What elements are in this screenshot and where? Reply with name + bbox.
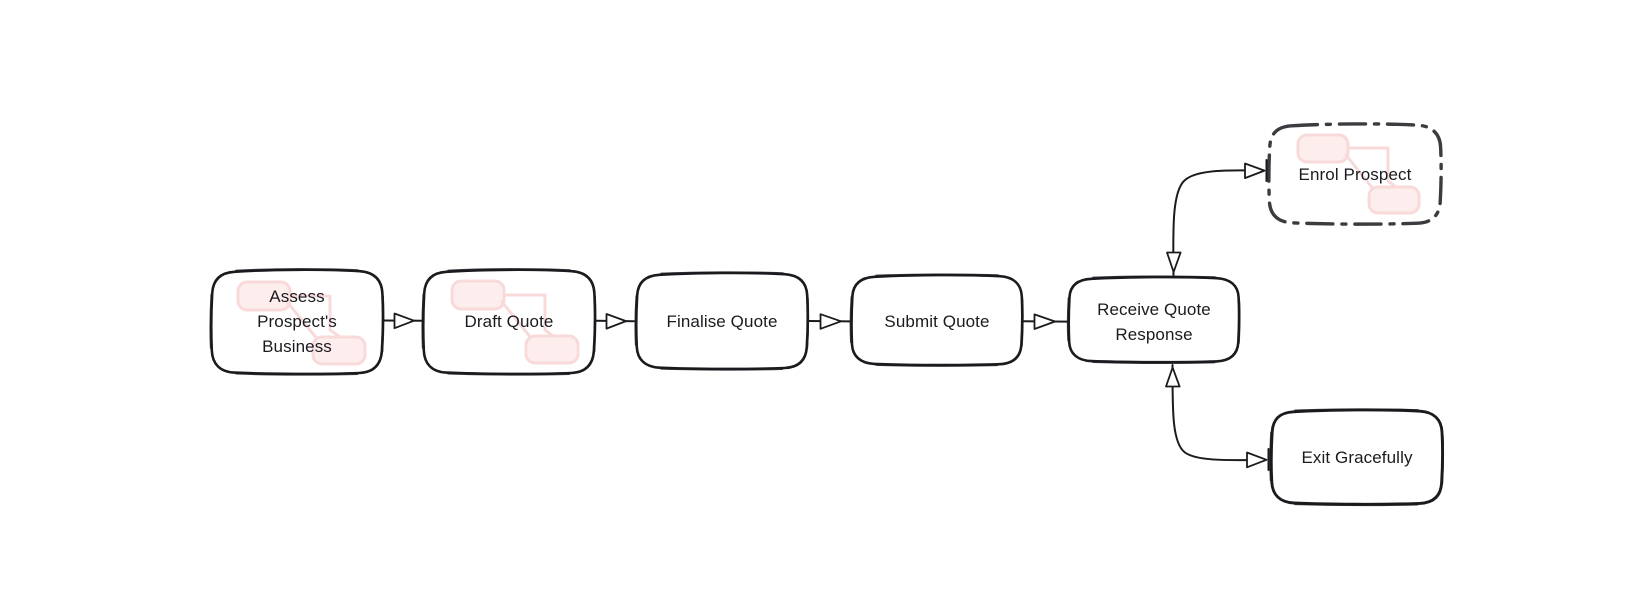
node-submit-quote[interactable]	[849, 273, 1024, 367]
edge-assess-to-draft	[383, 312, 423, 330]
node-hit-receive-quote-response[interactable]	[1068, 277, 1240, 367]
node-hit-enrol-prospect[interactable]	[1268, 124, 1442, 224]
edge-receive-to-exit	[1165, 364, 1270, 471]
node-exit-gracefully[interactable]	[1269, 408, 1445, 507]
node-finalise-quote[interactable]	[634, 271, 810, 371]
edge-finalise-to-submit	[808, 313, 851, 330]
edge-receive-to-enrol	[1166, 159, 1268, 276]
node-hit-exit-gracefully[interactable]	[1270, 410, 1444, 505]
node-hit-assess-prospects-business[interactable]	[211, 270, 383, 373]
node-hit-finalise-quote[interactable]	[636, 273, 808, 370]
node-hit-draft-quote[interactable]	[423, 270, 595, 373]
node-hit-submit-quote[interactable]	[851, 275, 1023, 368]
edge-draft-to-finalise	[595, 313, 635, 330]
node-assess-prospects-business[interactable]	[209, 268, 385, 376]
node-enrol-prospect[interactable]	[1267, 122, 1443, 226]
node-receive-quote-response[interactable]	[1066, 275, 1241, 364]
subprocess-icon	[236, 280, 367, 366]
subprocess-icon	[450, 279, 580, 365]
edge-submit-to-receive	[1022, 313, 1068, 330]
node-draft-quote[interactable]	[421, 268, 597, 376]
subprocess-icon	[1296, 133, 1421, 215]
